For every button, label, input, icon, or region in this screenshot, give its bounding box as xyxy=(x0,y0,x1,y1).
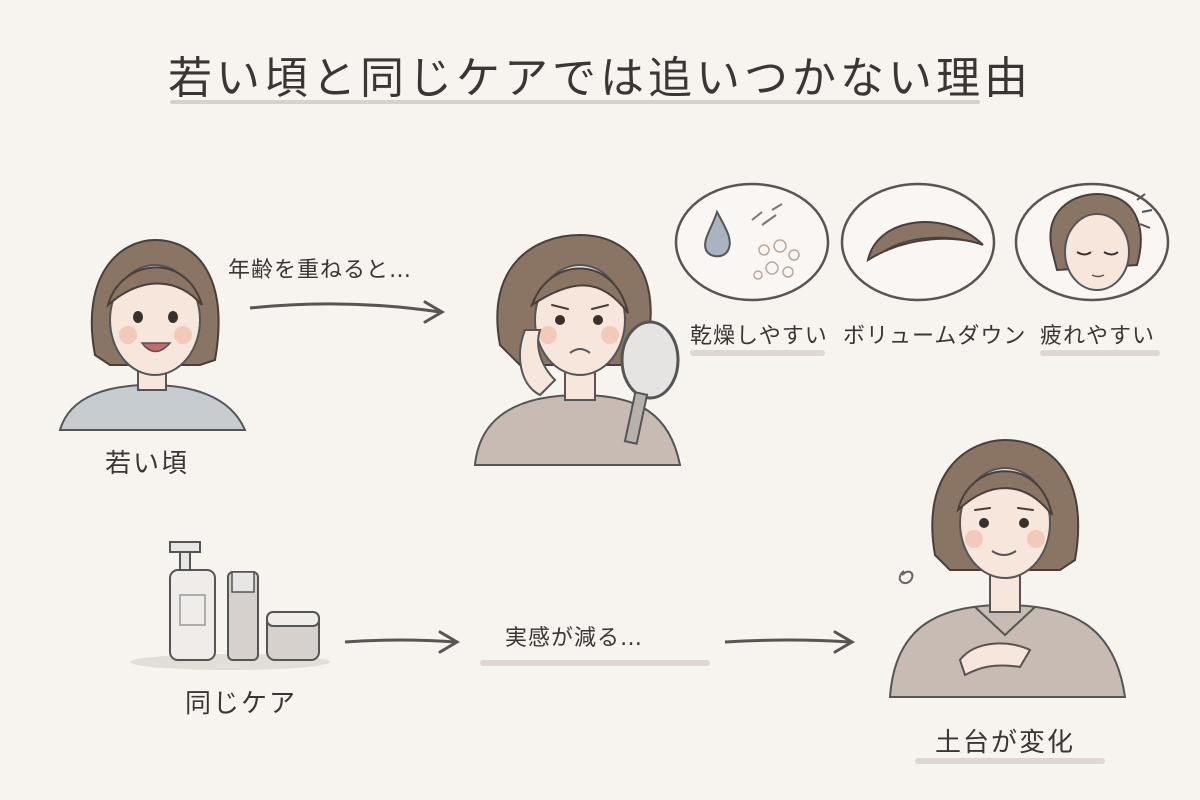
aging-arrow-label: 年齢を重ねると… xyxy=(228,258,413,283)
symptom-bubble-1 xyxy=(674,182,830,302)
symptom-bubble-3 xyxy=(1014,182,1170,302)
foundation-caption: 土台が変化 xyxy=(935,728,1076,758)
aging-arrow xyxy=(249,300,445,324)
care-arrow-right xyxy=(724,630,855,654)
title-underline xyxy=(170,100,980,104)
worried-woman-illustration xyxy=(473,233,682,466)
care-label-underline xyxy=(480,660,710,666)
page-title: 若い頃と同じケアでは追いつかない理由 xyxy=(168,53,1032,104)
symptom-label-1: 乾燥しやすい xyxy=(690,324,828,349)
young-woman-illustration xyxy=(58,238,247,431)
foundation-underline xyxy=(915,758,1105,764)
care-arrow-left xyxy=(344,630,460,654)
symptom-underline-3 xyxy=(1040,350,1160,356)
same-care-caption: 同じケア xyxy=(185,689,298,719)
care-arrow-label: 実感が減る… xyxy=(505,626,644,651)
symptom-label-2: ボリュームダウン xyxy=(843,324,1027,349)
symptom-underline-1 xyxy=(690,350,825,356)
hair-volume-icon xyxy=(866,221,984,263)
young-caption: 若い頃 xyxy=(105,449,190,479)
dry-skin-icon xyxy=(704,209,731,258)
symptom-bubble-2 xyxy=(840,182,996,302)
symptom-label-3: 疲れやすい xyxy=(1040,324,1156,349)
tired-face-icon xyxy=(1049,193,1153,291)
skincare-products-illustration xyxy=(130,541,330,670)
changing-woman-illustration xyxy=(888,438,1127,698)
